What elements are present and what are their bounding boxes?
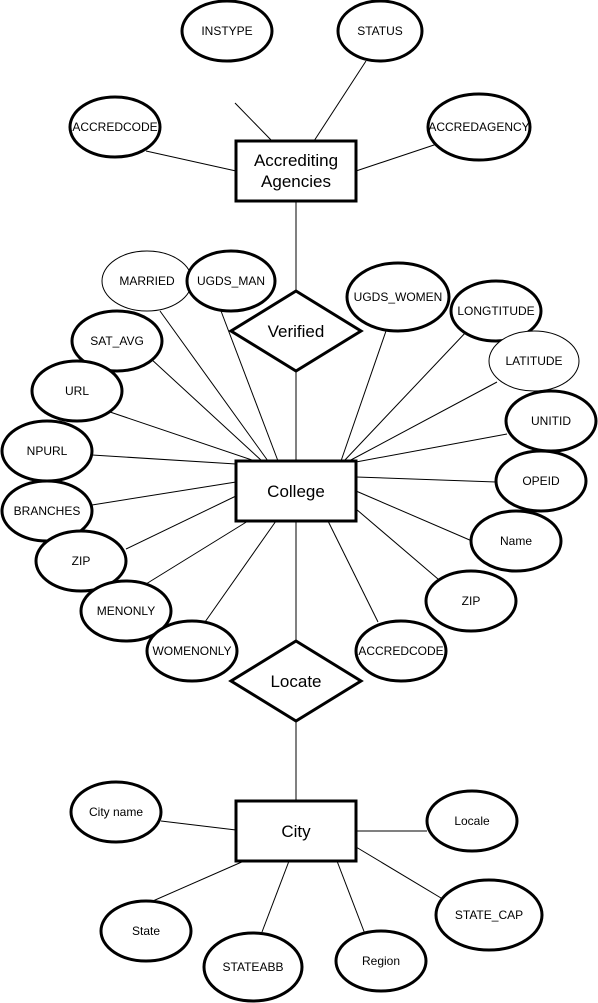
entity-college: College bbox=[234, 459, 358, 523]
relationship-label: Verified bbox=[268, 322, 325, 341]
edge-college-opeid bbox=[355, 476, 497, 483]
edge-city-cityname bbox=[160, 820, 237, 831]
attr-state-cap: STATE_CAP bbox=[434, 878, 544, 952]
attr-label: UGDS_MAN bbox=[197, 274, 265, 288]
attr-label: Region bbox=[362, 954, 400, 968]
edge-city-state bbox=[145, 860, 245, 905]
edge-college-name bbox=[355, 490, 473, 542]
entity-label: College bbox=[267, 482, 325, 501]
attr-state: State bbox=[99, 899, 193, 963]
attr-married: MARRIED bbox=[101, 250, 193, 312]
relationship-verified: Verified bbox=[228, 289, 364, 373]
attr-latitude: LATITUDE bbox=[488, 330, 580, 392]
attr-label: SAT_AVG bbox=[90, 334, 144, 348]
edge-college-womenonly bbox=[204, 520, 277, 623]
attr-label: STATUS bbox=[357, 24, 403, 38]
attr-label: BRANCHES bbox=[14, 504, 81, 518]
attr-url: URL bbox=[30, 359, 124, 423]
attr-label: ZIP bbox=[72, 554, 91, 568]
edge-city-region bbox=[336, 860, 366, 935]
entity-city: City bbox=[234, 799, 358, 863]
entity-label-line-1: Accrediting bbox=[254, 151, 338, 170]
edge-college-npurl bbox=[91, 454, 237, 465]
attr-locale: Locale bbox=[425, 789, 519, 853]
edge-college-ugds-man bbox=[220, 310, 279, 462]
attr-label: OPEID bbox=[522, 474, 560, 488]
edge-college-longtitude bbox=[343, 330, 468, 462]
attr-label: Locale bbox=[454, 814, 490, 828]
edge-college-accredcode bbox=[327, 520, 379, 623]
attr-label: STATE_CAP bbox=[455, 908, 523, 922]
attr-longtitude: LONGTITUDE bbox=[449, 279, 543, 343]
edge-college-branches bbox=[91, 481, 237, 506]
attr-label: City name bbox=[89, 805, 143, 819]
connector-lines bbox=[91, 60, 508, 935]
attr-label: MENONLY bbox=[97, 604, 155, 618]
attr-label: State bbox=[132, 924, 160, 938]
attr-label: LATITUDE bbox=[505, 354, 562, 368]
attr-accredagency: ACCREDAGENCY bbox=[426, 92, 532, 162]
attr-opeid: OPEID bbox=[494, 449, 588, 513]
attr-label: LONGTITUDE bbox=[457, 304, 534, 318]
attr-label: URL bbox=[65, 384, 89, 398]
edge-college-sat-avg bbox=[149, 357, 263, 462]
edge-college-url bbox=[109, 411, 256, 462]
edge-agency-status bbox=[313, 60, 367, 142]
edge-college-unitid bbox=[355, 433, 508, 463]
attr-label: ZIP bbox=[462, 594, 481, 608]
edge-college-married bbox=[159, 310, 269, 462]
attr-instype: INSTYPE bbox=[180, 0, 274, 63]
attr-ugds-man: UGDS_MAN bbox=[185, 249, 277, 313]
edge-city-stateabb bbox=[261, 860, 290, 933]
attr-name: Name bbox=[469, 509, 563, 573]
attr-label: NPURL bbox=[27, 444, 68, 458]
entity-label-line-2: Agencies bbox=[261, 172, 331, 191]
attr-label: MARRIED bbox=[119, 274, 175, 288]
attr-label: Name bbox=[500, 534, 532, 548]
attr-label: UNITID bbox=[531, 414, 571, 428]
attr-label: INSTYPE bbox=[201, 24, 252, 38]
edge-college-zip-left bbox=[125, 495, 237, 550]
attr-label: STATEABB bbox=[223, 960, 284, 974]
edge-college-ugds-women bbox=[340, 330, 387, 462]
edge-agency-instype bbox=[234, 102, 273, 142]
attr-zip-right: ZIP bbox=[424, 569, 518, 633]
attr-sat-avg: SAT_AVG bbox=[70, 309, 164, 373]
entity-accrediting-agencies: Accrediting Agencies bbox=[234, 139, 358, 203]
attr-stateabb: STATEABB bbox=[202, 931, 304, 1003]
attr-npurl: NPURL bbox=[0, 419, 94, 483]
edge-city-state-cap bbox=[355, 846, 442, 899]
attr-status: STATUS bbox=[336, 0, 424, 63]
attr-city-name: City name bbox=[69, 780, 163, 844]
entity-label: City bbox=[281, 822, 311, 841]
attr-ugds-women: UGDS_WOMEN bbox=[345, 261, 451, 333]
attr-zip-left: ZIP bbox=[34, 529, 128, 593]
attr-unitid: UNITID bbox=[504, 389, 598, 453]
attr-accredcode-agency: ACCREDCODE bbox=[68, 95, 162, 159]
attr-womenonly: WOMENONLY bbox=[145, 619, 239, 683]
edge-agency-accredagency bbox=[355, 142, 441, 172]
attr-label: ACCREDCODE bbox=[358, 644, 443, 658]
relationship-locate: Locate bbox=[228, 639, 364, 723]
edge-agency-accredcode bbox=[145, 150, 237, 172]
attr-region: Region bbox=[334, 929, 428, 993]
attr-label: UGDS_WOMEN bbox=[354, 290, 443, 304]
attr-accredcode-college: ACCREDCODE bbox=[354, 619, 448, 683]
relationship-label: Locate bbox=[270, 672, 321, 691]
attr-label: ACCREDAGENCY bbox=[428, 120, 529, 134]
attr-menonly: MENONLY bbox=[79, 579, 173, 643]
edge-college-menonly bbox=[145, 520, 249, 585]
edge-college-zip-right bbox=[355, 508, 439, 580]
edge-college-latitude bbox=[348, 381, 498, 462]
attr-label: WOMENONLY bbox=[152, 644, 231, 658]
attr-label: ACCREDCODE bbox=[72, 120, 157, 134]
